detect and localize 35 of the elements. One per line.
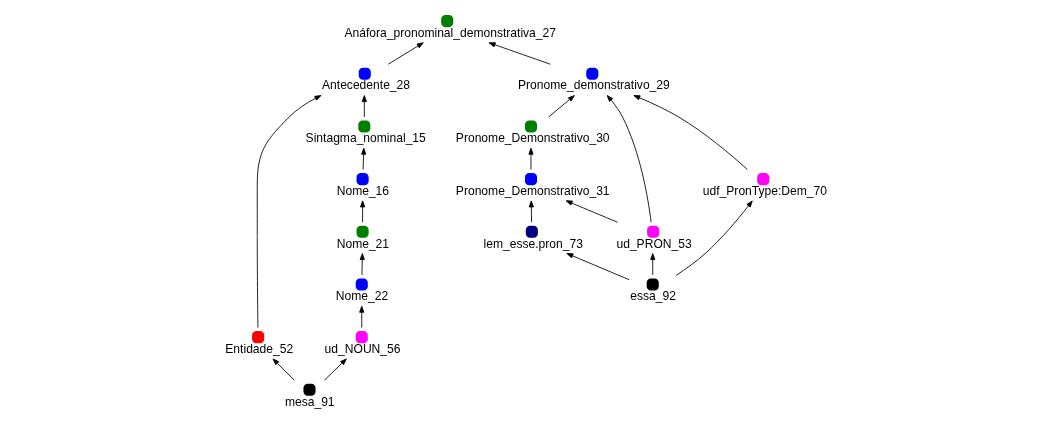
node-label: lem_esse.pron_73 [483, 236, 583, 251]
arrow [359, 253, 365, 276]
arrow [565, 200, 618, 223]
arrow [675, 200, 753, 276]
arrow [566, 253, 630, 281]
arrow [387, 42, 424, 65]
arrow [528, 147, 534, 170]
arrow [272, 358, 295, 381]
arrow [650, 253, 656, 276]
node-label: Pronome_demonstrativo_29 [518, 78, 670, 93]
node-label: ud_NOUN_56 [324, 341, 401, 356]
node-label: Antecedente_28 [322, 78, 411, 93]
node-label: essa_92 [630, 289, 676, 304]
node-label: Nome_16 [336, 183, 390, 198]
node-label: udf_PronType:Dem_70 [702, 183, 828, 198]
arrow [488, 42, 551, 65]
arrow [361, 147, 367, 170]
node-label: mesa_91 [284, 394, 335, 409]
node-label: Pronome_Demonstrativo_30 [455, 131, 610, 146]
arrow [359, 305, 365, 328]
arrow [633, 95, 748, 170]
node-label: Nome_21 [336, 236, 390, 251]
arrow [548, 95, 575, 118]
node-label: Sintagma_nominal_15 [305, 131, 426, 146]
arrow [606, 95, 652, 223]
node-label: Entidade_52 [225, 341, 294, 356]
arrow [360, 200, 366, 223]
arrow [256, 95, 322, 328]
arrow [361, 95, 367, 118]
arrow [323, 358, 347, 381]
arrow [528, 200, 534, 223]
node-label: ud_PRON_53 [616, 236, 692, 251]
node-label: Nome_22 [335, 289, 389, 304]
node-label: Pronome_Demonstrativo_31 [455, 183, 610, 198]
node-label: Anáfora_pronominal_demonstrativa_27 [344, 25, 556, 40]
